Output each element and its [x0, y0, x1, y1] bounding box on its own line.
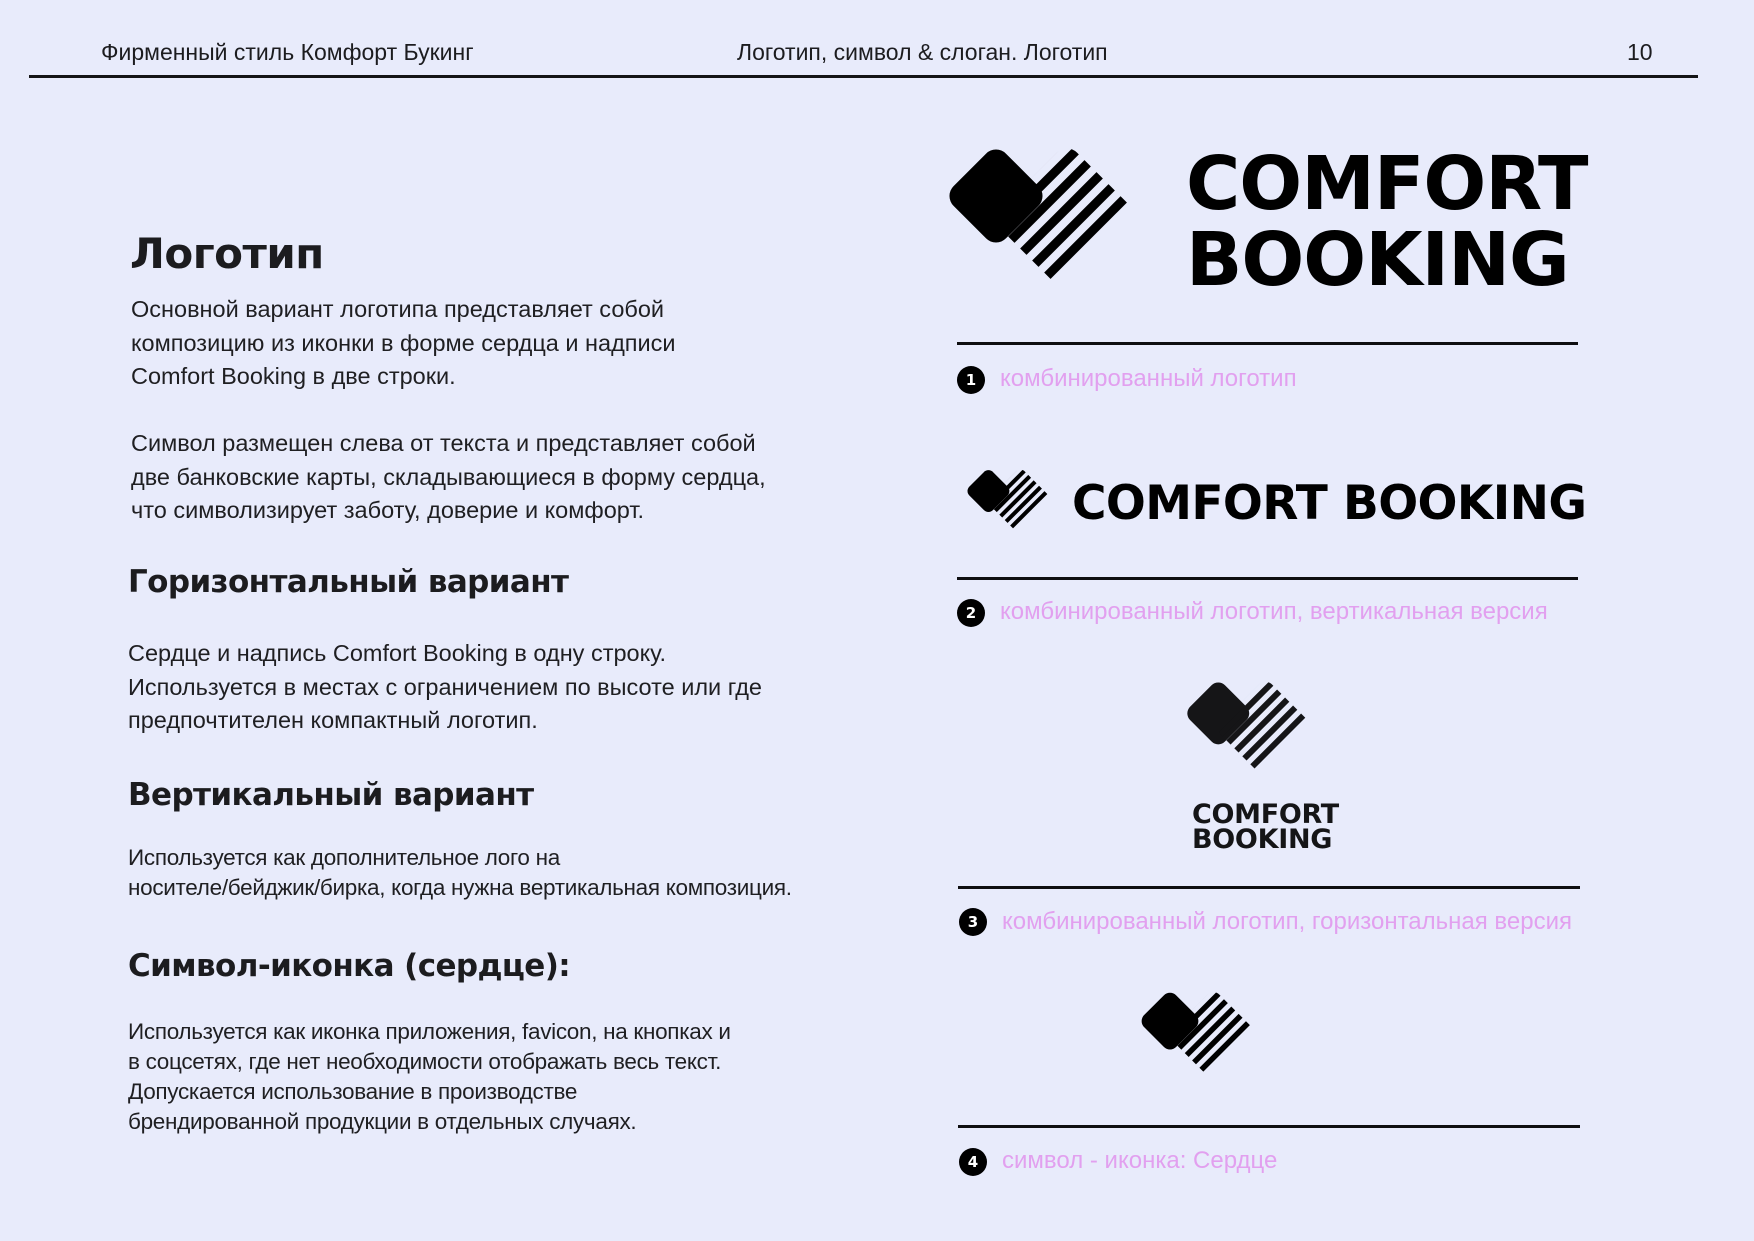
number-badge: 3 — [959, 908, 987, 936]
icon-paragraph: Используется как иконка приложения, favi… — [128, 1017, 731, 1137]
page-title: Логотип — [130, 229, 324, 278]
text-line: носителе/бейджик/бирка, когда нужна верт… — [128, 875, 792, 900]
section-divider — [957, 342, 1578, 345]
number-badge: 2 — [957, 599, 985, 627]
intro-paragraph: Основной вариант логотипа представляет с… — [131, 293, 676, 394]
text-line: Допускается использование в производстве — [128, 1079, 578, 1104]
header-brand-title: Фирменный стиль Комфорт Букинг — [101, 39, 474, 65]
symbol-paragraph: Символ размещен слева от текста и предст… — [131, 427, 766, 528]
number-badge: 4 — [959, 1148, 987, 1176]
vertical-heading: Вертикальный вариант — [128, 777, 534, 813]
text-line: Сердце и надпись Comfort Booking в одну … — [128, 640, 667, 666]
text-line: Символ размещен слева от текста и предст… — [131, 430, 756, 456]
page-number: 10 — [1627, 39, 1653, 65]
caption-horizontal-version: комбинированный логотип, горизонтальная … — [1002, 908, 1572, 935]
header-divider — [29, 75, 1698, 78]
text-line: предпочтителен компактный логотип. — [128, 707, 538, 733]
caption-combined-logo: комбинированный логотип — [1000, 365, 1297, 392]
text-line: брендированной продукции в отдельных слу… — [128, 1109, 637, 1134]
icon-heading: Символ-иконка (сердце): — [128, 948, 571, 984]
text-line: в соцсетях, где нет необходимости отобра… — [128, 1049, 722, 1074]
section-divider — [957, 577, 1578, 580]
heart-cards-icon — [955, 146, 1155, 308]
horizontal-paragraph: Сердце и надпись Comfort Booking в одну … — [128, 637, 762, 738]
caption-heart-symbol: символ - иконка: Сердце — [1002, 1147, 1278, 1174]
wordmark-comfort-small: COMFORT — [1192, 799, 1339, 830]
text-line: Используется как иконка приложения, favi… — [128, 1019, 731, 1044]
header-section-title: Логотип, символ & слоган. Логотип — [737, 39, 1108, 65]
text-line: две банковские карты, складывающиеся в ф… — [131, 463, 766, 490]
text-line: Comfort Booking в две строки. — [131, 363, 456, 389]
heart-cards-icon — [970, 469, 1060, 541]
text-line: Используется как дополнительное лого на — [128, 845, 560, 870]
horizontal-heading: Горизонтальный вариант — [128, 564, 569, 600]
wordmark-comfort: COMFORT — [1186, 141, 1588, 227]
text-line: композицию из иконки в форме сердца и на… — [131, 329, 676, 356]
number-badge: 1 — [957, 366, 985, 394]
wordmark-booking-small: BOOKING — [1192, 824, 1333, 855]
section-divider — [958, 886, 1580, 889]
text-line: Основной вариант логотипа представляет с… — [131, 296, 665, 322]
wordmark-booking: BOOKING — [1186, 217, 1570, 303]
section-divider — [958, 1125, 1580, 1128]
caption-vertical-version: комбинированный логотип, вертикальная ве… — [1000, 598, 1548, 625]
text-line: что символизирует заботу, доверие и комф… — [131, 497, 645, 523]
wordmark-single-line: COMFORT BOOKING — [1072, 476, 1587, 531]
heart-cards-icon — [1145, 990, 1267, 1090]
text-line: Используется в местах с ограничением по … — [128, 673, 762, 700]
vertical-paragraph: Используется как дополнительное лого на … — [128, 843, 792, 903]
heart-cards-icon — [1191, 680, 1324, 788]
